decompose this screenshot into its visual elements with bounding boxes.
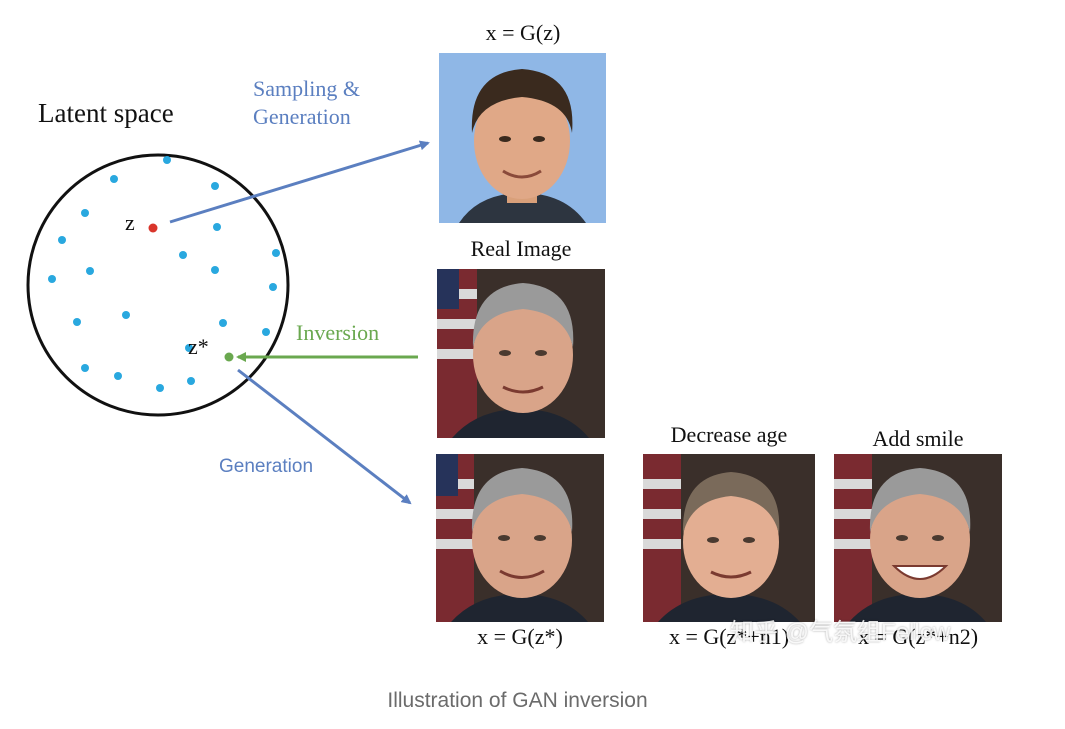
real-face-image	[437, 269, 605, 438]
latent-dot	[48, 275, 56, 283]
z-point	[148, 223, 158, 233]
decrease-age-formula: x = G(z*+n1)	[668, 624, 790, 649]
figure-caption: Illustration of GAN inversion	[387, 689, 648, 712]
reconstructed-face-image	[436, 454, 604, 622]
latent-dot	[114, 372, 122, 380]
latent-dot	[262, 328, 270, 336]
sampling-label-line2: Generation	[253, 104, 351, 129]
z-label: z	[125, 210, 135, 235]
add-smile-title: Add smile	[872, 426, 964, 451]
real-image-label: Real Image	[470, 236, 572, 261]
decrease-age-face-image	[643, 454, 815, 622]
latent-samples	[48, 156, 280, 392]
latent-dot	[185, 344, 193, 352]
sampling-arrow	[169, 140, 430, 224]
sampling-label-line1: Sampling &	[253, 76, 360, 101]
zstar-label: z*	[188, 334, 209, 359]
zhihu-watermark: 知乎 @气氛组Fellow	[730, 619, 951, 646]
latent-dot	[219, 319, 227, 327]
latent-dot	[179, 251, 187, 259]
latent-dot	[272, 249, 280, 257]
add-smile-face-image	[834, 454, 1002, 622]
latent-dot	[269, 283, 277, 291]
generation-arrow	[237, 368, 412, 505]
add-smile-formula: x = G(z*+n2)	[857, 624, 979, 649]
latent-dot	[122, 311, 130, 319]
latent-dot	[81, 364, 89, 372]
latent-dot	[213, 223, 221, 231]
decrease-age-title: Decrease age	[670, 422, 788, 447]
generated-image-label: x = G(z)	[485, 20, 561, 45]
inversion-label: Inversion	[296, 320, 380, 345]
latent-dot	[211, 182, 219, 190]
reconstructed-formula: x = G(z*)	[477, 624, 563, 649]
latent-space-circle	[26, 153, 290, 417]
latent-dot	[163, 156, 171, 164]
generated-face-image	[439, 53, 606, 223]
latent-dot	[86, 267, 94, 275]
latent-dot	[110, 175, 118, 183]
latent-dot	[81, 209, 89, 217]
sampling-label: Sampling & Generation	[253, 75, 360, 131]
zstar-point	[224, 352, 234, 362]
latent-dot	[73, 318, 81, 326]
latent-dot	[156, 384, 164, 392]
latent-dot	[187, 377, 195, 385]
latent-space-title: Latent space	[38, 98, 174, 128]
latent-dot	[211, 266, 219, 274]
generation-label: Generation	[219, 456, 314, 477]
latent-dot	[58, 236, 66, 244]
